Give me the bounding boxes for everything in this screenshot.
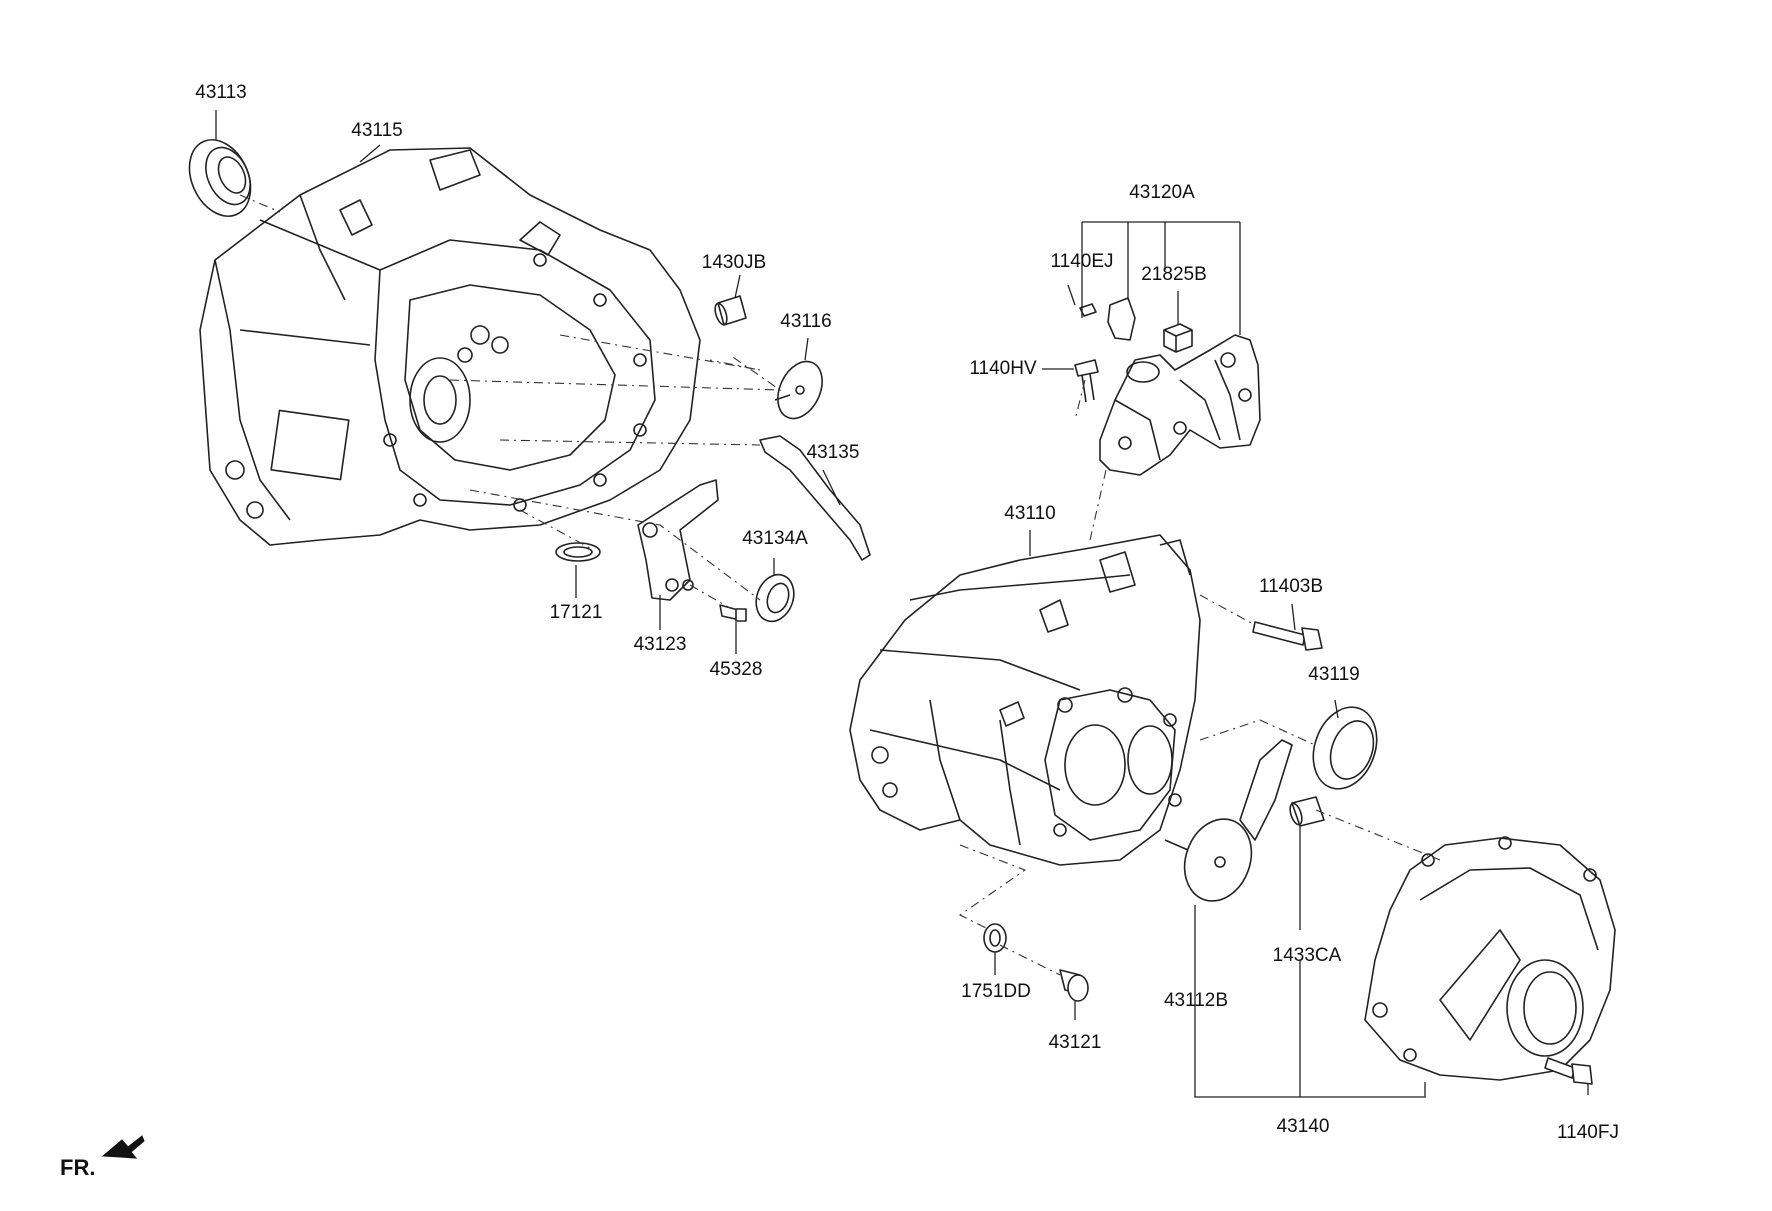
- washer-1751dd-drawing: [983, 923, 1007, 953]
- label-17121: 17121: [549, 602, 603, 623]
- label-43140: 43140: [1276, 1116, 1330, 1137]
- label-43123: 43123: [633, 634, 687, 655]
- label-43120A: 43120A: [1129, 182, 1195, 203]
- pin-1430jb-drawing: [714, 295, 747, 326]
- label-43112B: 43112B: [1163, 990, 1229, 1011]
- bolt-1140fj-drawing: [1544, 1057, 1593, 1085]
- clutch-housing-drawing: [199, 147, 701, 546]
- plate-43112b-drawing: [1164, 739, 1293, 902]
- label-21825B: 21825B: [1141, 264, 1207, 285]
- ring-17121-drawing: [555, 542, 601, 562]
- seal-43134a-drawing: [755, 573, 795, 623]
- transaxle-case-drawing: [849, 534, 1201, 866]
- label-1751DD: 1751DD: [961, 981, 1031, 1002]
- label-1433CA: 1433CA: [1272, 945, 1342, 966]
- front-direction-label: FR.: [60, 1155, 96, 1180]
- label-43135: 43135: [806, 442, 860, 463]
- rear-cover-drawing: [1364, 836, 1616, 1081]
- label-43134A: 43134A: [742, 528, 808, 549]
- label-1140EJ: 1140EJ: [1050, 251, 1114, 272]
- label-11403B: 11403B: [1258, 576, 1324, 597]
- label-43119: 43119: [1308, 664, 1360, 685]
- bushing-21825b-drawing: [1163, 323, 1193, 353]
- bolt-45328-drawing: [719, 604, 747, 622]
- label-45328: 45328: [709, 659, 763, 680]
- bolt-1140hv-drawing: [1074, 359, 1099, 403]
- arrow-front-icon: [101, 1135, 145, 1159]
- plate-43116-drawing: [774, 360, 823, 420]
- label-43110: 43110: [1004, 503, 1056, 524]
- bolt-11403b-drawing: [1252, 621, 1323, 651]
- label-43116: 43116: [780, 311, 832, 332]
- plug-43121-drawing: [1059, 969, 1089, 1002]
- oil-seal-43113-drawing: [188, 139, 252, 217]
- label-1430JB: 1430JB: [701, 252, 767, 273]
- bracket-43123-drawing: [637, 479, 719, 601]
- leader-lines: [215, 110, 1589, 1098]
- stopper-1140ej-drawing: [1079, 297, 1136, 341]
- label-1140HV: 1140HV: [969, 358, 1037, 379]
- lever-43135-drawing: [759, 435, 871, 561]
- label-43121: 43121: [1048, 1032, 1102, 1053]
- alignment-lines: [239, 194, 1441, 976]
- mounting-bracket-drawing: [1099, 334, 1261, 476]
- label-1140FJ: 1140FJ: [1557, 1122, 1619, 1143]
- seal-43119-drawing: [1312, 706, 1378, 790]
- label-43113: 43113: [195, 82, 247, 103]
- label-43115: 43115: [351, 120, 403, 141]
- pin-1433ca-drawing: [1289, 796, 1325, 827]
